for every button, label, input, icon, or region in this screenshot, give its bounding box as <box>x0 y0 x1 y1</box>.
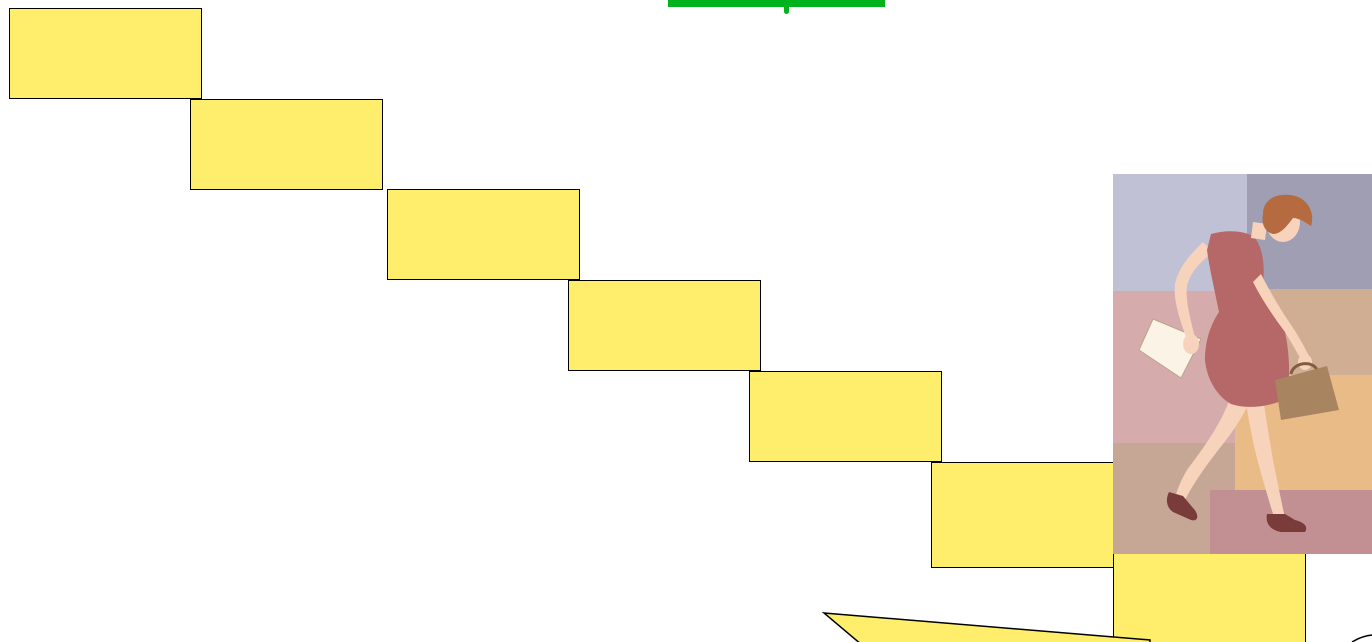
woman-climbing-stairs-illustration <box>1113 174 1372 554</box>
right-hand <box>1298 354 1312 370</box>
bottom-right-curve <box>1352 635 1372 642</box>
illustration-svg <box>1113 174 1372 554</box>
left-hand <box>1183 334 1199 354</box>
bottom-base-shape <box>824 613 1150 642</box>
